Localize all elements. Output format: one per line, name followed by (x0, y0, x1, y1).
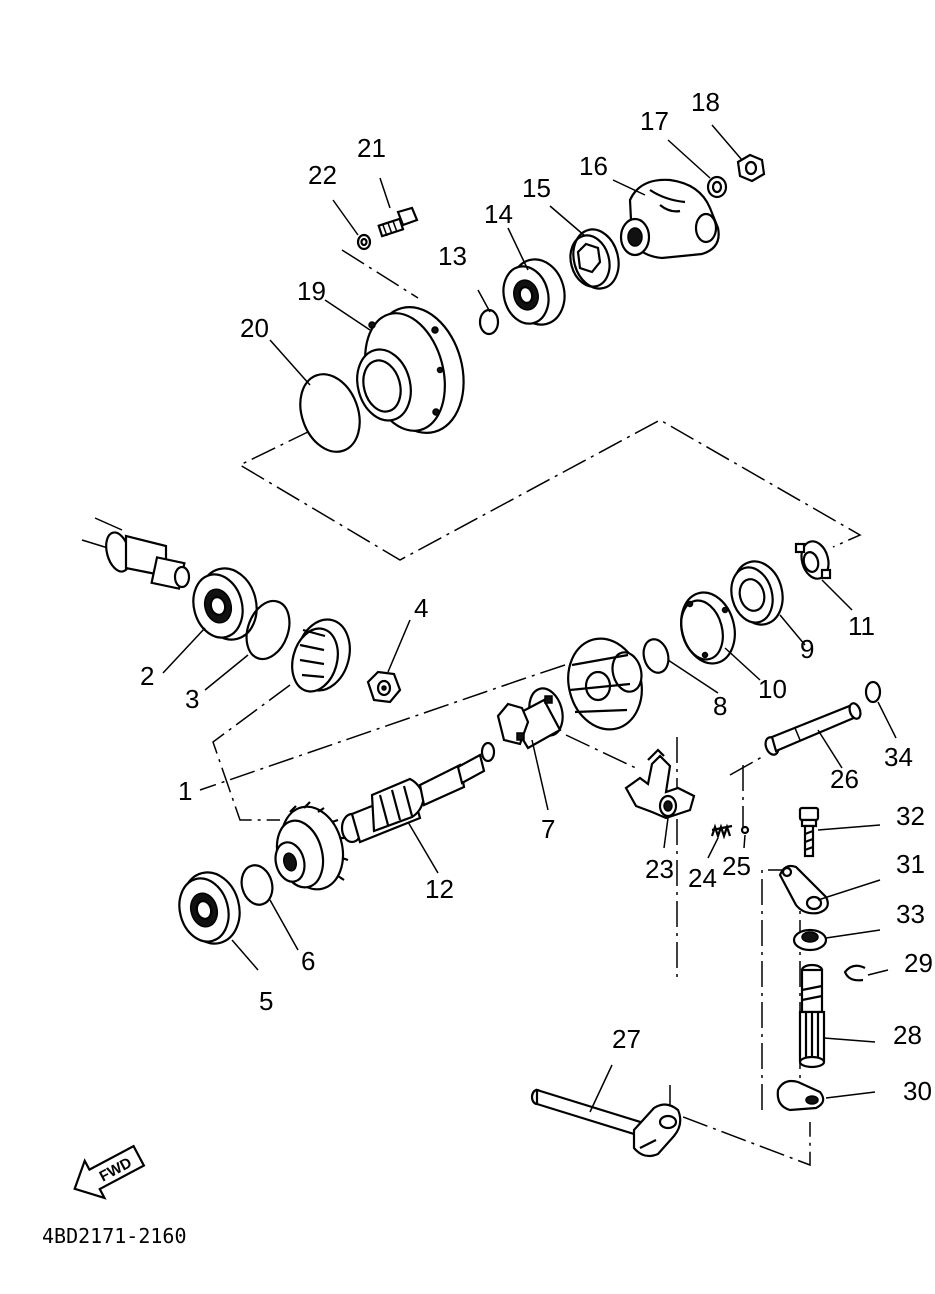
part-label-2: 2 (140, 661, 154, 691)
part-label-23: 23 (645, 854, 674, 884)
part-12-shaft (340, 741, 496, 844)
part-label-22: 22 (308, 160, 337, 190)
part-label-13: 13 (438, 241, 467, 271)
part-24-spring (710, 823, 733, 840)
part-11-nut (794, 540, 832, 580)
part-label-3: 3 (185, 684, 199, 714)
part-label-21: 21 (357, 133, 386, 163)
part-1-gear-upper (291, 618, 351, 693)
part-25-ball (740, 825, 750, 835)
part-label-8: 8 (713, 691, 727, 721)
drawing-code: 4BD2171-2160 (42, 1224, 187, 1248)
part-label-31: 31 (896, 849, 925, 879)
part-label-26: 26 (830, 764, 859, 794)
part-labels: 1 2 3 4 5 6 7 8 9 10 11 12 13 14 15 16 1… (140, 87, 933, 1106)
part-label-33: 33 (896, 899, 925, 929)
part-label-16: 16 (579, 151, 608, 181)
part-23-shift-fork (624, 748, 696, 820)
part-label-6: 6 (301, 946, 315, 976)
part-20-gasket (299, 373, 361, 453)
fwd-arrow-icon: FWD (73, 1144, 146, 1200)
part-label-25: 25 (722, 851, 751, 881)
part-3-oring (245, 599, 291, 661)
part-22-washer (356, 233, 372, 251)
part-label-14: 14 (484, 199, 513, 229)
part-9-seal (730, 560, 784, 626)
part-label-17: 17 (640, 106, 669, 136)
part-label-5: 5 (259, 986, 273, 1016)
input-shaft (81, 517, 191, 590)
part-30-lever (776, 1079, 825, 1112)
part-19-housing (356, 306, 465, 434)
part-label-10: 10 (758, 674, 787, 704)
part-8-washer (642, 638, 670, 674)
part-31-lever (778, 864, 829, 915)
part-10-retainer (680, 591, 736, 665)
part-26-shift-rod (764, 702, 862, 756)
part-label-9: 9 (800, 634, 814, 664)
part-6-washer (240, 864, 274, 906)
leader-lines (162, 124, 897, 1113)
part-label-18: 18 (691, 87, 720, 117)
part-label-15: 15 (522, 173, 551, 203)
part-4-nut (366, 670, 402, 704)
part-27-rod (530, 1088, 682, 1158)
part-18-nut (736, 153, 766, 183)
part-29-circlip (843, 964, 866, 982)
part-label-12: 12 (425, 874, 454, 904)
part-33-bushing (792, 928, 828, 952)
part-label-20: 20 (240, 313, 269, 343)
part-label-1: 1 (178, 776, 192, 806)
part-14-bearing (502, 258, 566, 326)
group-lines (199, 249, 862, 1167)
part-7-clutch (496, 687, 564, 750)
part-17-washer (706, 175, 728, 199)
part-label-19: 19 (297, 276, 326, 306)
part-32-bolt (798, 806, 820, 858)
part-label-30: 30 (903, 1076, 932, 1106)
part-28-shift-shaft (798, 963, 826, 1069)
part-13-circlip (478, 308, 500, 336)
part-label-32: 32 (896, 801, 925, 831)
part-label-7: 7 (541, 814, 555, 844)
part-label-24: 24 (688, 863, 717, 893)
part-label-29: 29 (904, 948, 933, 978)
part-15-seal (569, 228, 620, 290)
part-label-27: 27 (612, 1024, 641, 1054)
part-1-bevel-gear (567, 637, 643, 731)
part-label-34: 34 (884, 742, 913, 772)
part-34-oring (864, 680, 882, 704)
part-label-28: 28 (893, 1020, 922, 1050)
part-label-11: 11 (848, 611, 875, 641)
part-5-bearing (178, 871, 241, 945)
part-1-gear-lower (274, 801, 349, 891)
part-2-bearing (192, 567, 258, 641)
part-label-4: 4 (414, 593, 428, 623)
part-16-yoke (619, 178, 720, 260)
part-21-bolt (377, 206, 419, 238)
